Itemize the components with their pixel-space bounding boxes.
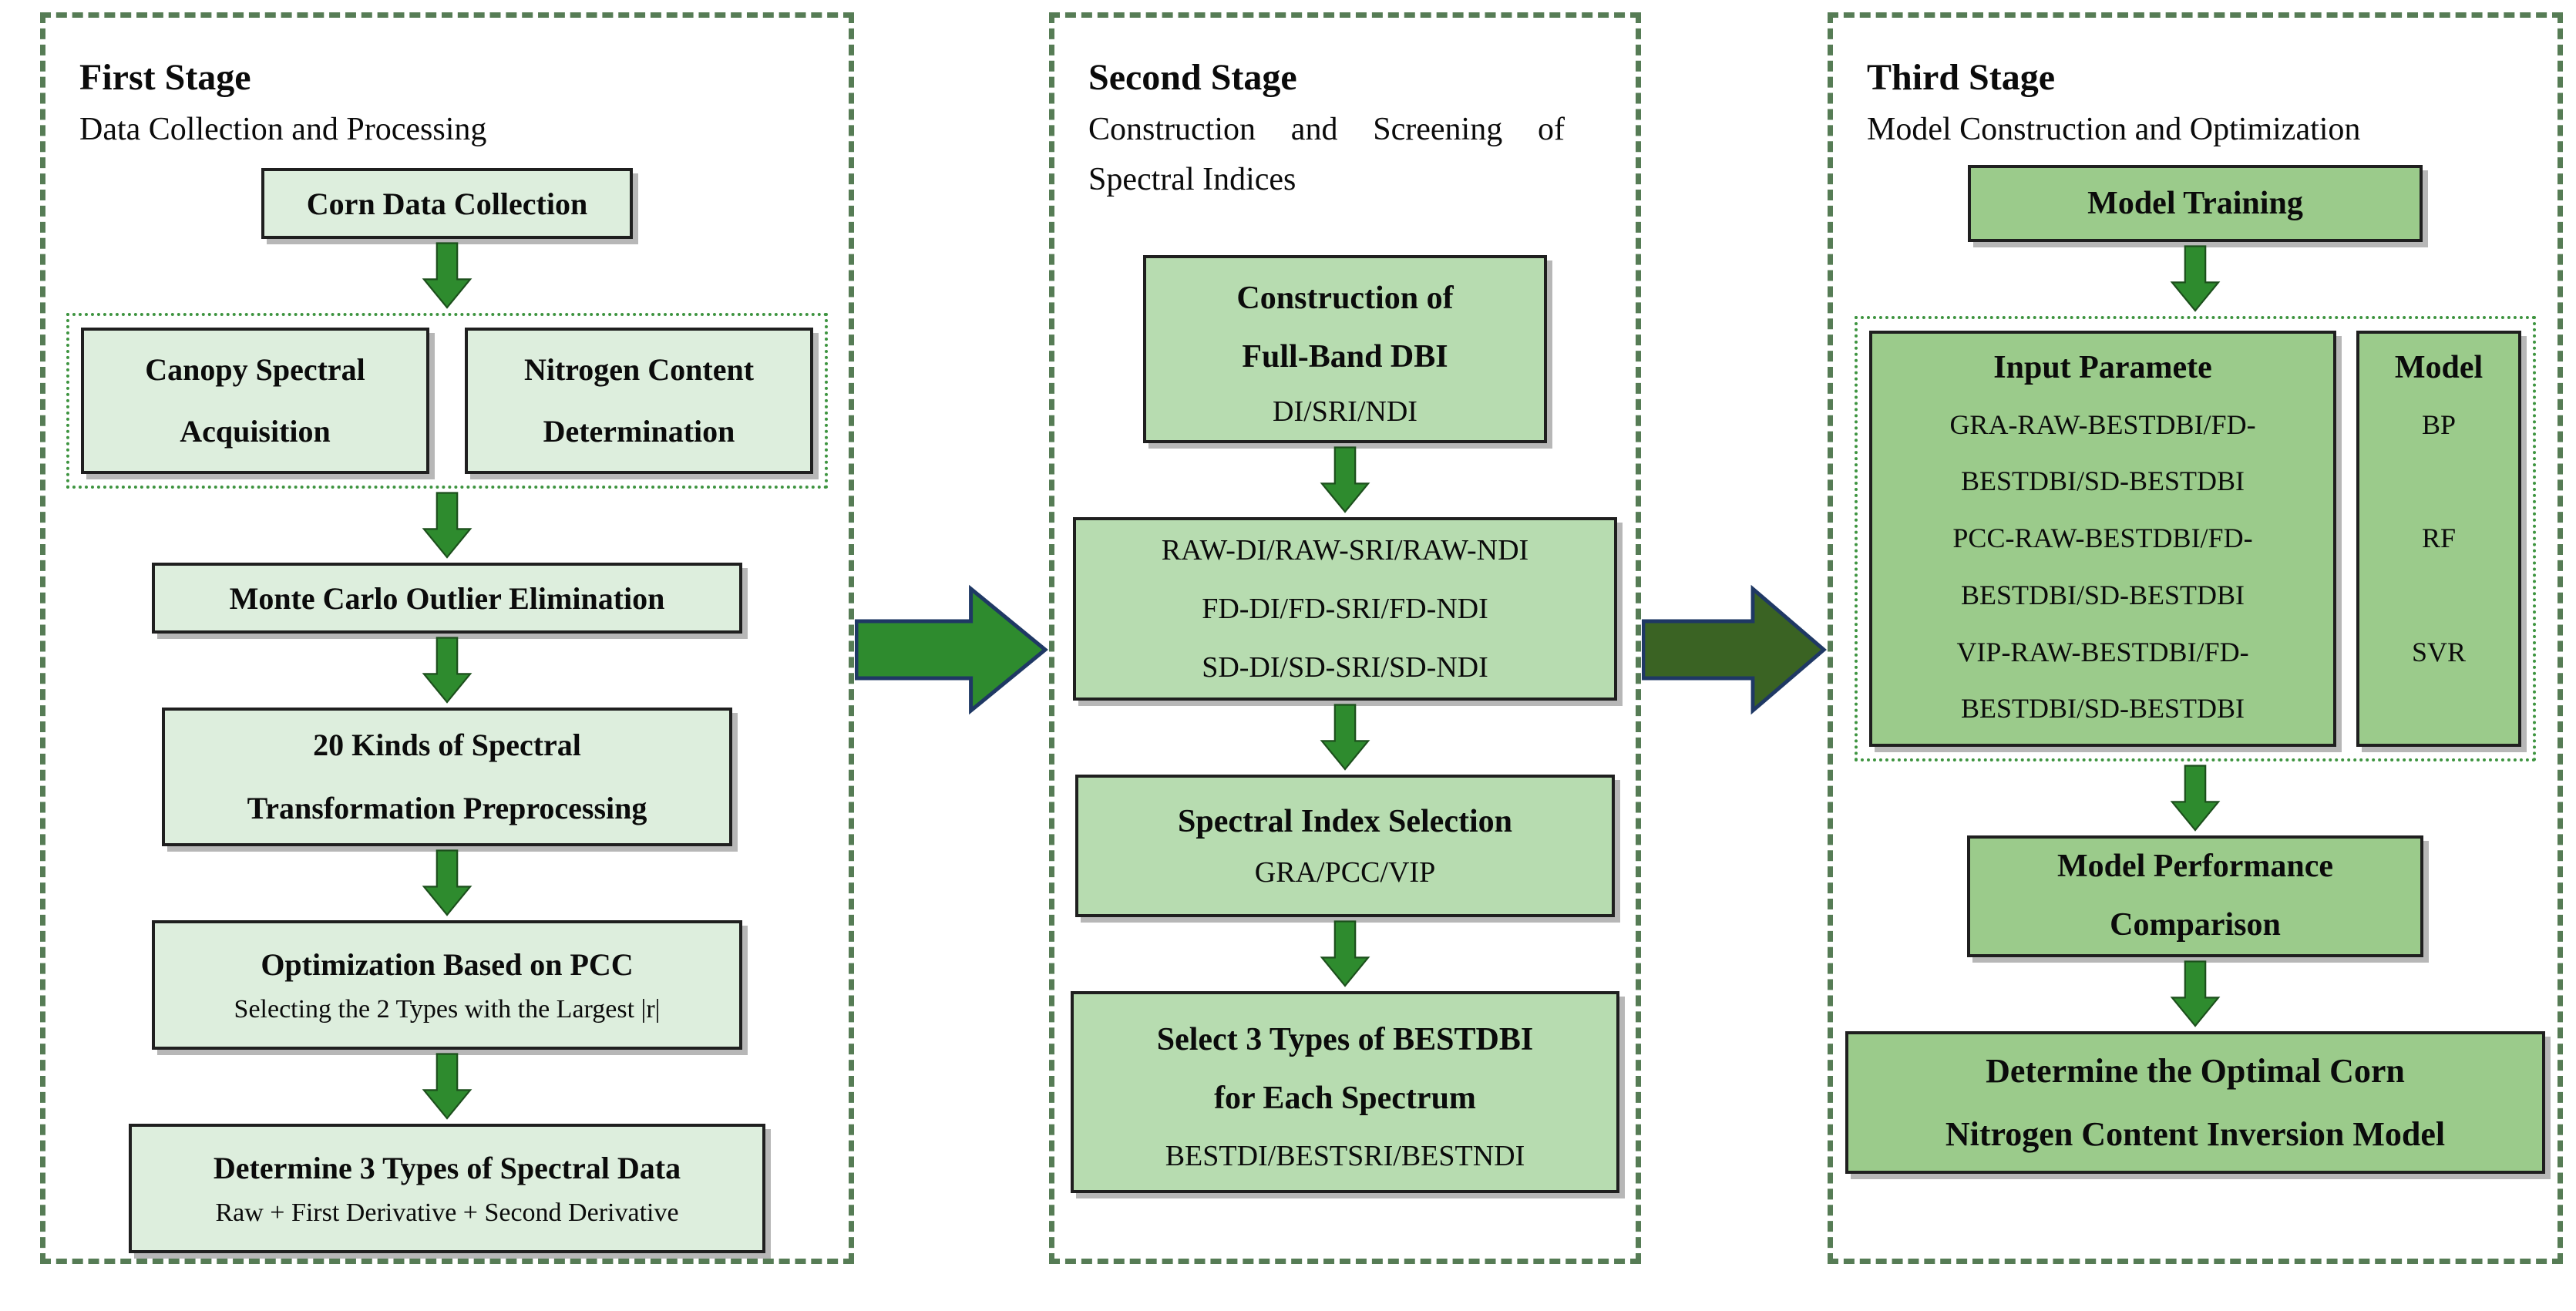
node-model-list: Model BP RF SVR xyxy=(2356,331,2521,747)
stage-title-second: Second Stage xyxy=(1088,57,1297,98)
down-arrow-icon xyxy=(422,242,472,309)
node-corn-data-collection: Corn Data Collection xyxy=(261,168,633,239)
right-arrow-icon xyxy=(855,584,1048,715)
stage-header-second: Second Stage Construction and Screening … xyxy=(1054,55,1565,204)
node-subtext: Raw + First Derivative + Second Derivati… xyxy=(215,1198,679,1227)
input-parameter-line: VIP-RAW-BESTDBI/FD- xyxy=(1956,636,2249,667)
stage-subtitle-second-line2: Spectral Indices xyxy=(1088,162,1296,197)
node-label-line: Acquisition xyxy=(180,414,331,449)
node-title-line: Construction of xyxy=(1236,281,1454,317)
stage-panel-third: Third Stage Model Construction and Optim… xyxy=(1828,12,2563,1264)
node-label-line: SD-DI/SD-SRI/SD-NDI xyxy=(1202,651,1488,684)
down-arrow-icon xyxy=(2170,960,2221,1027)
down-arrow-icon xyxy=(1320,704,1370,771)
node-label-line: Transformation Preprocessing xyxy=(247,791,647,825)
down-arrow-icon xyxy=(422,637,472,704)
node-title-line: Full-Band DBI xyxy=(1242,339,1448,375)
node-determine-3-types-spectral-data: Determine 3 Types of Spectral Data Raw +… xyxy=(129,1124,765,1253)
node-label-line: Determination xyxy=(543,414,735,449)
node-spectral-index-selection: Spectral Index Selection GRA/PCC/VIP xyxy=(1075,775,1615,917)
node-label-line: Canopy Spectral xyxy=(145,352,365,387)
down-arrow-icon xyxy=(1320,446,1370,513)
node-title: Optimization Based on PCC xyxy=(261,946,634,982)
stage-panel-second: Second Stage Construction and Screening … xyxy=(1049,12,1641,1264)
node-title-line: Model Performance xyxy=(2056,849,2333,885)
node-optimization-based-on-pcc: Optimization Based on PCC Selecting the … xyxy=(152,920,742,1050)
stage-header-first: First Stage Data Collection and Processi… xyxy=(45,55,486,154)
stage-subtitle-second-line1: Construction and Screening of xyxy=(1088,112,1565,147)
stage-header-third: Third Stage Model Construction and Optim… xyxy=(1833,55,2360,154)
node-label-line: FD-DI/FD-SRI/FD-NDI xyxy=(1202,593,1488,625)
node-title-line: Comparison xyxy=(2110,907,2281,943)
node-monte-carlo-outlier-elimination: Monte Carlo Outlier Elimination xyxy=(152,563,742,634)
stage-title-third: Third Stage xyxy=(1867,57,2056,98)
down-arrow-icon xyxy=(422,1053,472,1120)
node-determine-optimal-inversion-model: Determine the Optimal Corn Nitrogen Cont… xyxy=(1845,1031,2545,1174)
down-arrow-icon xyxy=(422,849,472,916)
model-item: SVR xyxy=(2411,637,2467,668)
down-arrow-icon xyxy=(422,492,472,559)
data-acquisition-group: Canopy Spectral Acquisition Nitrogen Con… xyxy=(66,313,828,489)
stage-panel-first: First Stage Data Collection and Processi… xyxy=(40,12,854,1264)
stage2-to-stage3-connector xyxy=(1641,12,1828,715)
node-label: Monte Carlo Outlier Elimination xyxy=(229,580,665,616)
node-subtext: GRA/PCC/VIP xyxy=(1254,856,1436,889)
node-canopy-spectral-acquisition: Canopy Spectral Acquisition xyxy=(81,328,429,474)
node-label-line: Nitrogen Content xyxy=(523,352,755,387)
node-select-3-types-bestdbi: Select 3 Types of BESTDBI for Each Spect… xyxy=(1071,991,1619,1193)
stage-title-first: First Stage xyxy=(79,57,251,98)
stage1-to-stage2-connector xyxy=(854,12,1049,715)
node-subtext: DI/SRI/NDI xyxy=(1273,395,1417,428)
stage-subtitle-third: Model Construction and Optimization xyxy=(1867,112,2361,147)
input-parameter-line: BESTDBI/SD-BESTDBI xyxy=(1960,693,2245,724)
input-parameter-line: PCC-RAW-BESTDBI/FD- xyxy=(1952,523,2253,554)
node-nitrogen-content-determination: Nitrogen Content Determination xyxy=(465,328,813,474)
down-arrow-icon xyxy=(1320,920,1370,987)
node-label-line: 20 Kinds of Spectral xyxy=(313,728,581,762)
down-arrow-icon xyxy=(2170,765,2221,832)
node-input-parameters: Input Paramete GRA-RAW-BESTDBI/FD- BESTD… xyxy=(1869,331,2336,747)
node-title: Model xyxy=(2394,350,2484,385)
node-model-training: Model Training xyxy=(1968,165,2423,242)
node-construction-full-band-dbi: Construction of Full-Band DBI DI/SRI/NDI xyxy=(1143,255,1547,443)
node-label-line: RAW-DI/RAW-SRI/RAW-NDI xyxy=(1161,534,1529,566)
down-arrow-icon xyxy=(2170,245,2221,312)
node-model-performance-comparison: Model Performance Comparison xyxy=(1967,835,2423,957)
node-subtext: BESTDI/BESTSRI/BESTNDI xyxy=(1165,1139,1525,1172)
stage-subtitle-first: Data Collection and Processing xyxy=(79,112,487,147)
node-subtext: Selecting the 2 Types with the Largest |… xyxy=(234,994,661,1024)
node-title: Spectral Index Selection xyxy=(1178,803,1512,839)
node-spectral-transformation-preprocessing: 20 Kinds of Spectral Transformation Prep… xyxy=(162,708,732,846)
model-item: RF xyxy=(2421,523,2457,554)
model-configuration-group: Input Paramete GRA-RAW-BESTDBI/FD- BESTD… xyxy=(1855,316,2536,761)
node-title-line: Determine the Optimal Corn xyxy=(1986,1052,2405,1091)
input-parameter-line: BESTDBI/SD-BESTDBI xyxy=(1960,579,2245,610)
node-title-line: Select 3 Types of BESTDBI xyxy=(1156,1022,1534,1058)
model-item: BP xyxy=(2421,408,2457,440)
node-spectral-index-combinations: RAW-DI/RAW-SRI/RAW-NDI FD-DI/FD-SRI/FD-N… xyxy=(1073,517,1617,701)
node-title: Determine 3 Types of Spectral Data xyxy=(213,1150,681,1185)
node-title-line: Nitrogen Content Inversion Model xyxy=(1945,1114,2446,1153)
node-label: Corn Data Collection xyxy=(306,186,588,221)
input-parameter-line: GRA-RAW-BESTDBI/FD- xyxy=(1949,408,2256,440)
node-title: Input Paramete xyxy=(1993,350,2212,385)
node-label: Model Training xyxy=(2087,186,2303,221)
right-arrow-icon xyxy=(1642,584,1827,715)
node-title-line: for Each Spectrum xyxy=(1214,1081,1476,1116)
input-parameter-line: BESTDBI/SD-BESTDBI xyxy=(1960,466,2245,497)
